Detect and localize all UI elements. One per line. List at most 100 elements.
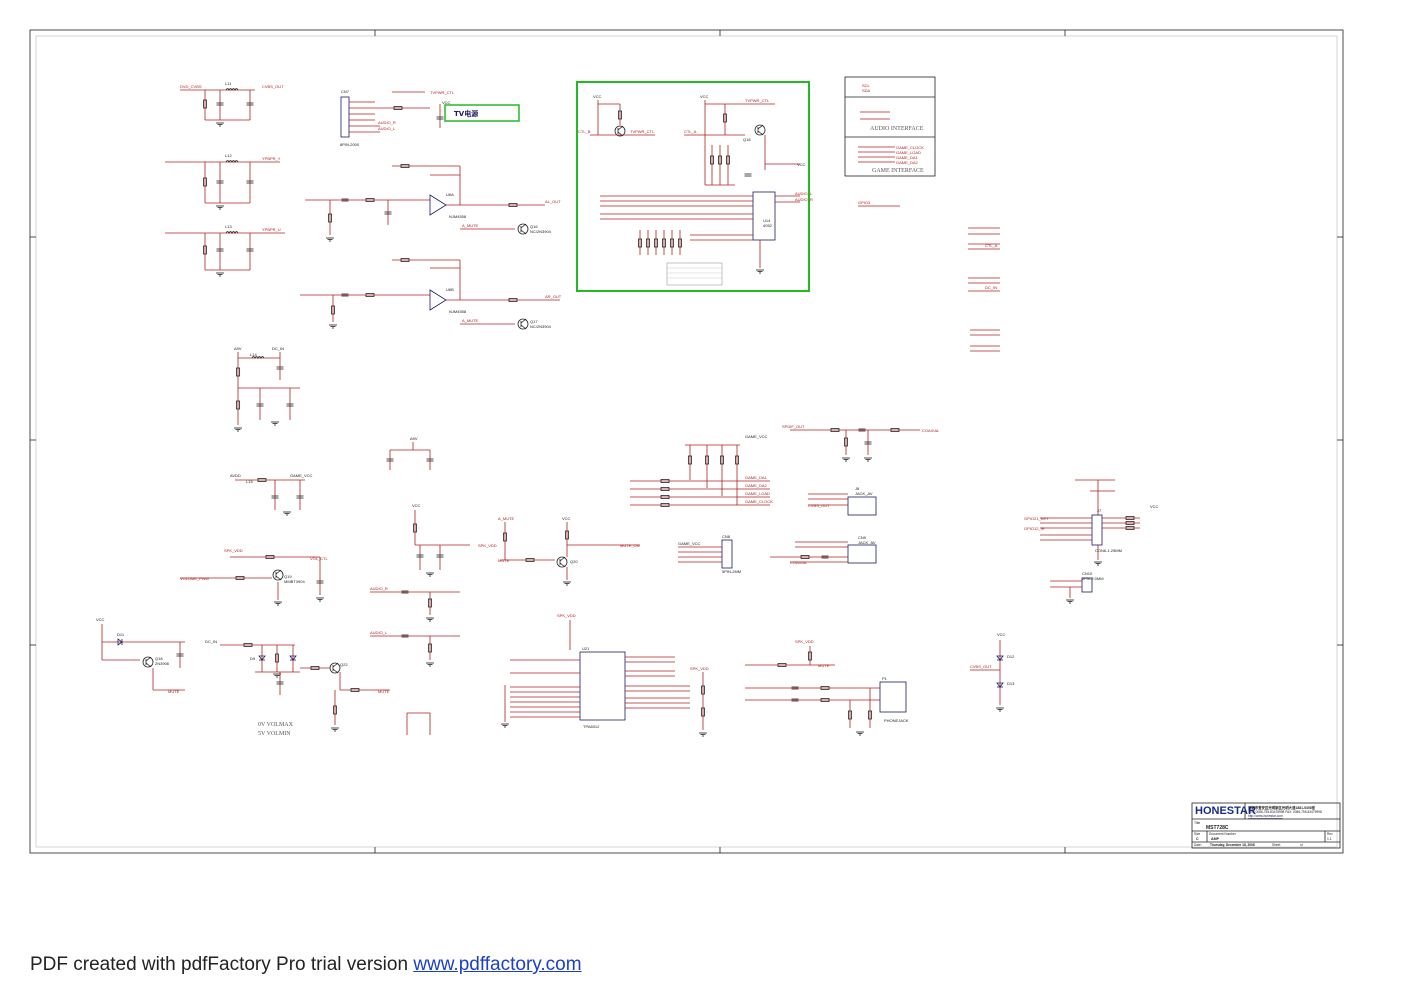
svg-text:CVBS_OUT: CVBS_OUT bbox=[262, 84, 284, 89]
svg-text:GAME_CLOCK: GAME_CLOCK bbox=[745, 499, 773, 504]
svg-text:CTL_B: CTL_B bbox=[578, 129, 591, 134]
svg-text:of: of bbox=[1300, 843, 1303, 847]
svg-text:VCC: VCC bbox=[593, 94, 602, 99]
svg-text:SPK_VDD: SPK_VDD bbox=[224, 548, 243, 553]
svg-text:AL_OUT: AL_OUT bbox=[545, 199, 561, 204]
svg-text:A9V: A9V bbox=[234, 346, 242, 351]
svg-text:J7: J7 bbox=[1097, 508, 1102, 513]
svg-text:SPK_VDD: SPK_VDD bbox=[478, 543, 497, 548]
svg-text:NC/2N3904: NC/2N3904 bbox=[530, 229, 552, 234]
svg-text:AUDIO_L: AUDIO_L bbox=[370, 630, 388, 635]
svg-text:NJM4558: NJM4558 bbox=[449, 309, 467, 314]
svg-text:SPK_VDD: SPK_VDD bbox=[795, 639, 814, 644]
svg-text:L12: L12 bbox=[225, 153, 232, 158]
svg-text:SPK_VDD: SPK_VDD bbox=[557, 613, 576, 618]
svg-text:DC_IN: DC_IN bbox=[985, 285, 997, 290]
svg-text:L15: L15 bbox=[246, 479, 253, 484]
svg-text:VCC: VCC bbox=[997, 632, 1006, 637]
svg-text:SDA: SDA bbox=[862, 88, 871, 93]
svg-text:A_MUTE: A_MUTE bbox=[462, 223, 479, 228]
svg-text:GPIO12_IR: GPIO12_IR bbox=[1024, 526, 1045, 531]
svg-text:VCC: VCC bbox=[562, 516, 571, 521]
svg-text:AUDIO_R: AUDIO_R bbox=[795, 197, 813, 202]
svg-text:Title: Title bbox=[1194, 821, 1200, 825]
svg-text:VCC: VCC bbox=[700, 94, 709, 99]
svg-text:1.1: 1.1 bbox=[1327, 837, 1332, 841]
company-logo: HONESTAR bbox=[1195, 805, 1256, 817]
opamp-stage-right: U6B NJM4558 AR_OUT Q17 NC/2N3904 A_MUTE bbox=[300, 258, 562, 330]
volume-control-section: SPK_VDD VOL_CTL Q19 MMBT3904 VOLUME_PWM bbox=[180, 548, 329, 606]
svg-text:VCC: VCC bbox=[442, 100, 451, 105]
svg-text:CN9: CN9 bbox=[858, 535, 867, 540]
svg-text:CVBS_OUT: CVBS_OUT bbox=[970, 664, 992, 669]
svg-text:0V VOLMAX: 0V VOLMAX bbox=[258, 722, 294, 728]
tpa6012-amplifier: SPK_VDD U21 TPA6012 SPK_V bbox=[500, 613, 709, 737]
footer-text: PDF created with pdfFactory Pro trial ve… bbox=[30, 954, 414, 975]
svg-text:GAME_VCC: GAME_VCC bbox=[678, 541, 701, 546]
svg-text:CON6-1.25MM: CON6-1.25MM bbox=[1095, 548, 1122, 553]
svg-text:MUTE: MUTE bbox=[378, 689, 390, 694]
svg-text:YPBPR_Y: YPBPR_Y bbox=[262, 156, 281, 161]
svg-text:CVBS_OUT: CVBS_OUT bbox=[808, 503, 830, 508]
svg-text:Q20: Q20 bbox=[570, 559, 578, 564]
svg-text:VCC: VCC bbox=[797, 162, 806, 167]
svg-text:L14: L14 bbox=[250, 352, 257, 357]
audio-interface-box: AUDIO INTERFACE GAME INTERFACE SCL SDA G… bbox=[844, 76, 936, 207]
svg-text:C: C bbox=[1196, 837, 1199, 841]
av-jack-j8: J8 JACK_AV CVBS_OUT bbox=[808, 486, 877, 516]
svg-text:NJM4558: NJM4558 bbox=[449, 214, 467, 219]
svg-text:Q19: Q19 bbox=[284, 574, 292, 579]
key-connector-j7: J7 CON6-1.25MM GPIO21_KEY GPIO12_IR VCC bbox=[1024, 479, 1159, 566]
power-supply-section: A9V DC_IN L14 bbox=[233, 346, 300, 432]
svg-text:MUTE_ON: MUTE_ON bbox=[620, 543, 640, 548]
cn7-connector: CN7 6PIN-2000 TVPWR_CTL AUDIO_R AUDIO_L … bbox=[340, 89, 455, 147]
svg-text:2N3906: 2N3906 bbox=[155, 661, 170, 666]
svg-text:VOL_CTL: VOL_CTL bbox=[310, 556, 329, 561]
svg-text:GPIO3: GPIO3 bbox=[858, 200, 871, 205]
svg-text:GAME_VCC: GAME_VCC bbox=[745, 434, 768, 439]
diode-pair-d12-d13: VCC D12 D13 CVBS_OUT bbox=[970, 632, 1015, 712]
svg-text:Rev: Rev bbox=[1327, 832, 1333, 836]
svg-text:GAME INTERFACE: GAME INTERFACE bbox=[872, 168, 924, 174]
svg-text:深圳市宝安区光明新区光明大道1881-5308室: 深圳市宝安区光明新区光明大道1881-5308室 bbox=[1248, 805, 1316, 810]
avdd-section: AVDD GAME_VCC L15 A9V bbox=[230, 436, 434, 516]
svg-text:2Pin-2.0MM: 2Pin-2.0MM bbox=[1082, 576, 1104, 581]
svg-text:SPDIF_OUT: SPDIF_OUT bbox=[782, 424, 805, 429]
svg-text:TV电源: TV电源 bbox=[454, 109, 478, 118]
svg-text:A9V: A9V bbox=[410, 436, 418, 441]
svg-text:CTL_A: CTL_A bbox=[684, 129, 697, 134]
svg-text:MUTE: MUTE bbox=[168, 689, 180, 694]
svg-text:DVD_CVBS: DVD_CVBS bbox=[180, 84, 202, 89]
svg-text:GAME_VCC: GAME_VCC bbox=[290, 473, 313, 478]
spdif-section: SPDIF_OUT COAXIAL bbox=[782, 424, 940, 462]
phone-jack-p1: SPK_VDD MUTE P1 PHONEJACK bbox=[745, 639, 909, 736]
svg-text:Q16: Q16 bbox=[530, 224, 538, 229]
svg-text:YPBPR_U: YPBPR_U bbox=[262, 227, 281, 232]
svg-text:Date:: Date: bbox=[1194, 843, 1202, 847]
pdffactory-link[interactable]: www.pdffactory.com bbox=[413, 954, 582, 975]
svg-text:D12: D12 bbox=[1007, 654, 1015, 659]
game-connector-cn8: GAME_VCC CN8 5PIN-2MM bbox=[678, 534, 741, 574]
dc-in-detect-section: DC_IN D9 Q22 MUTE 0V VOLMAX 5V VOLMIN bbox=[205, 639, 431, 737]
svg-text:GAME_DA2: GAME_DA2 bbox=[896, 160, 919, 165]
svg-text:U6B: U6B bbox=[446, 287, 454, 292]
svg-text:Q18: Q18 bbox=[155, 656, 163, 661]
svg-text:VCC: VCC bbox=[96, 617, 105, 622]
svg-text:L11: L11 bbox=[225, 81, 232, 86]
svg-text:A_MUTE: A_MUTE bbox=[498, 516, 515, 521]
svg-text:GAME_LOAD: GAME_LOAD bbox=[745, 491, 770, 496]
svg-text:MMBT3904: MMBT3904 bbox=[284, 579, 305, 584]
svg-text:Q18: Q18 bbox=[743, 137, 751, 142]
svg-text:AVDD: AVDD bbox=[230, 473, 241, 478]
svg-text:5V VOLMIN: 5V VOLMIN bbox=[258, 731, 291, 737]
svg-text:Size: Size bbox=[1194, 832, 1200, 836]
right-net-labels: CTL_A DC_IN bbox=[968, 227, 1000, 352]
svg-text:MUTE: MUTE bbox=[498, 558, 510, 563]
av-jack-cn9: CN9 JACK_AV COAXIAL bbox=[770, 535, 877, 565]
svg-text:J8: J8 bbox=[855, 486, 860, 491]
svg-text:VCC: VCC bbox=[412, 503, 421, 508]
svg-text:AR_OUT: AR_OUT bbox=[545, 294, 562, 299]
svg-text:CTL_A: CTL_A bbox=[985, 243, 998, 248]
svg-text:COAXIAL: COAXIAL bbox=[790, 560, 808, 565]
